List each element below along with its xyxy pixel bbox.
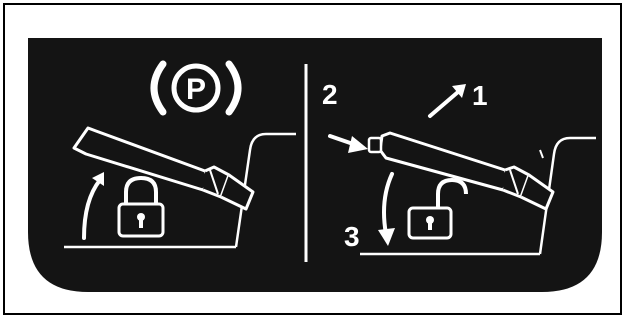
padlock-locked-icon	[117, 175, 165, 238]
right-panel-release: 1 2 3	[322, 79, 596, 256]
step-1-label: 1	[472, 80, 488, 111]
step-2-label: 2	[322, 79, 338, 110]
hand-brake-lever-raised	[72, 126, 255, 211]
step-2-arrow-icon	[328, 134, 368, 153]
console-outline	[234, 132, 296, 248]
step-3-arrow-icon	[378, 172, 395, 246]
step-3-label: 3	[344, 221, 360, 252]
instruction-plate	[28, 38, 602, 292]
parking-symbol-letter: P	[186, 73, 206, 106]
release-button	[367, 136, 383, 154]
left-panel-apply: P	[64, 60, 296, 249]
outer-frame	[3, 3, 622, 315]
parking-brake-warning-icon: P	[150, 60, 242, 116]
hand-brake-lever-release	[367, 131, 555, 211]
padlock-unlocked-icon	[407, 177, 468, 240]
step-1-arrow-icon	[428, 84, 466, 118]
console-outline	[538, 136, 596, 255]
pull-up-arrow-icon	[82, 172, 104, 240]
